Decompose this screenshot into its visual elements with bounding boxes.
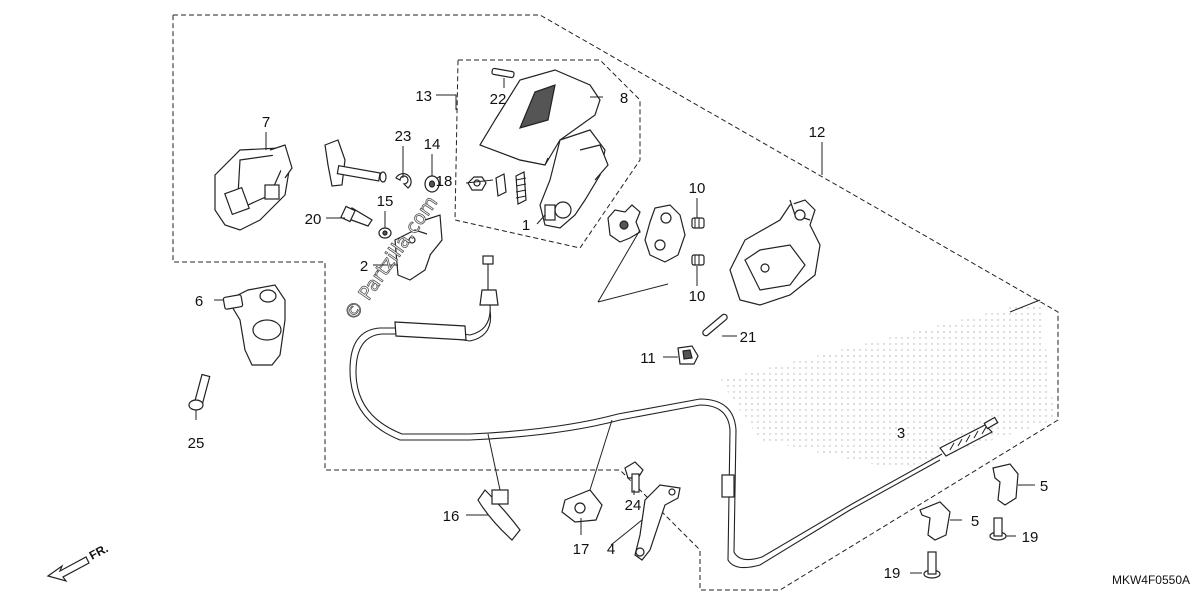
shading-area (720, 300, 1055, 470)
callout-18: 18 (436, 173, 453, 190)
part-24-bolt (624, 461, 644, 493)
callout-10-lower: 10 (689, 288, 706, 305)
part-housing (729, 199, 821, 306)
part-10-screw-upper (691, 217, 705, 229)
part-23-clip (395, 173, 412, 189)
callout-5-lower: 5 (971, 513, 979, 530)
callout-20: 20 (305, 211, 322, 228)
callout-16: 16 (443, 508, 460, 525)
callout-14: 14 (424, 136, 441, 153)
front-direction-arrow-icon (46, 556, 90, 583)
callout-10-upper: 10 (689, 180, 706, 197)
callout-8: 8 (620, 90, 628, 107)
part-17-clamp (561, 489, 603, 523)
part-19-bolt-lower (923, 551, 941, 579)
part-25-bolt (188, 373, 211, 411)
callout-17: 17 (573, 541, 590, 558)
callout-19-upper: 19 (1022, 529, 1039, 546)
part-spring (495, 171, 527, 205)
leader-lines (195, 78, 1041, 574)
callout-3: 3 (897, 425, 905, 442)
part-8-knob (479, 69, 601, 166)
part-15-washer (378, 227, 392, 239)
part-19-bolt-upper (989, 517, 1007, 541)
callout-22: 22 (490, 91, 507, 108)
callout-11: 11 (640, 350, 656, 367)
part-lever-pin (324, 139, 387, 187)
callout-4: 4 (607, 541, 615, 558)
callout-1: 1 (522, 217, 530, 234)
callout-5-upper: 5 (1040, 478, 1048, 495)
part-3-cable (349, 255, 999, 569)
part-10-screw-lower (691, 254, 705, 266)
part-2-bracket (394, 214, 443, 281)
part-18-nut (467, 176, 487, 191)
callout-15: 15 (377, 193, 394, 210)
callout-2: 2 (360, 258, 368, 275)
callout-13: 13 (415, 88, 432, 105)
front-direction-label: FR. (87, 541, 111, 562)
part-7-bracket (214, 144, 293, 231)
part-cam (644, 204, 686, 263)
callout-7: 7 (262, 114, 270, 131)
part-20-bolt (340, 205, 373, 227)
callout-19-lower: 19 (884, 565, 901, 582)
part-5-clip-lower (919, 501, 951, 541)
group-outline-13 (454, 59, 641, 249)
callout-6: 6 (195, 293, 203, 310)
diagram-code: MKW4F0550A (1112, 573, 1190, 587)
part-5-clip-upper (992, 463, 1019, 506)
part-21-pin (702, 313, 728, 337)
part-6-bracket (222, 284, 286, 366)
group-outline-12 (172, 14, 1059, 591)
callout-23: 23 (395, 128, 412, 145)
part-4-stay (634, 484, 681, 561)
callout-12: 12 (809, 124, 826, 141)
part-gear (607, 204, 641, 243)
part-22-pin (491, 67, 515, 79)
callout-21: 21 (740, 329, 757, 346)
part-1-holder (539, 129, 609, 229)
callout-25: 25 (188, 435, 205, 452)
part-11-clip (677, 345, 699, 365)
callout-24: 24 (625, 497, 642, 514)
